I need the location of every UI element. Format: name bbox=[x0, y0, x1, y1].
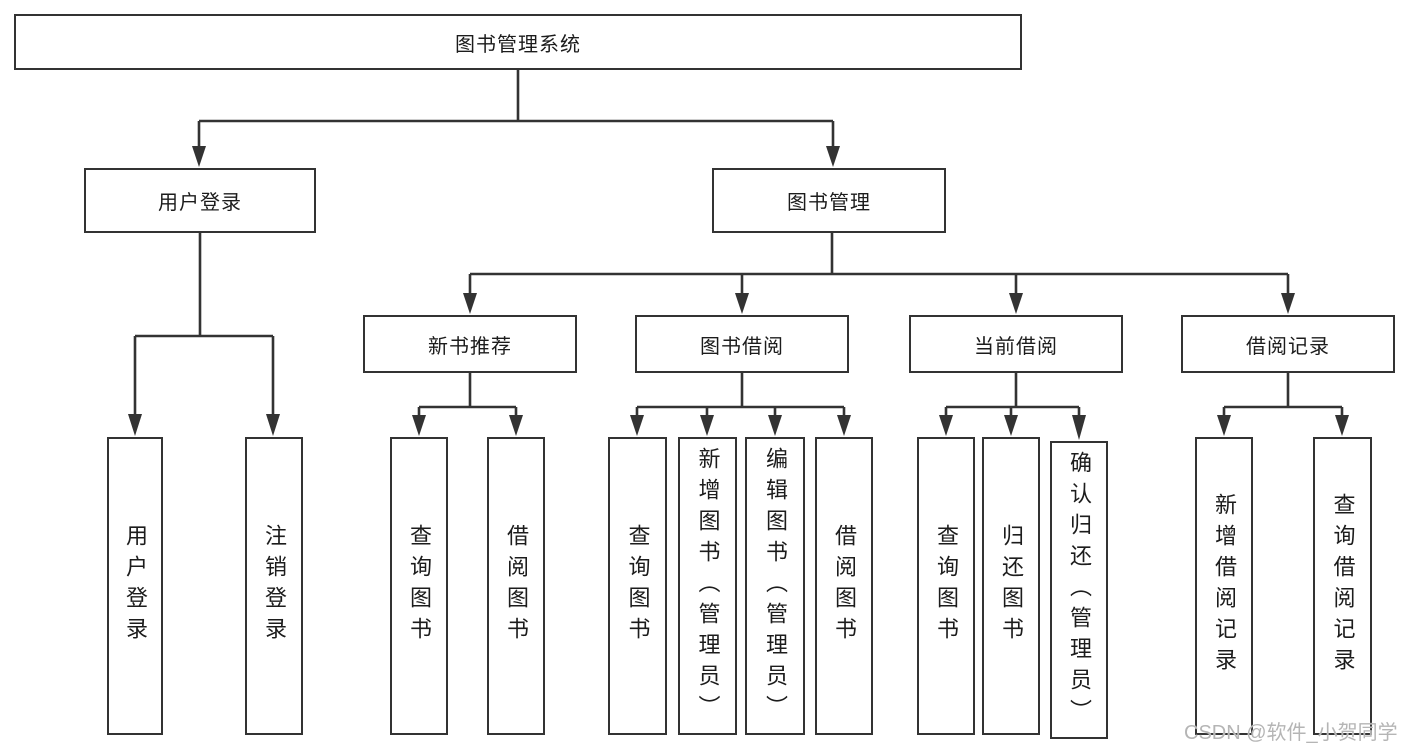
leaf-query-borrow-record-label: 查询借阅记录 bbox=[1330, 493, 1356, 679]
leaf-add-book-admin-label: 新增图书（管理员） bbox=[695, 446, 721, 726]
leaf-query-books-2: 查询图书 bbox=[608, 437, 667, 735]
leaf-borrow-books-2-label: 借阅图书 bbox=[832, 524, 857, 648]
leaf-edit-book-admin: 编辑图书（管理员） bbox=[745, 437, 805, 735]
leaf-borrow-books-1-label: 借阅图书 bbox=[504, 524, 529, 648]
node-root: 图书管理系统 bbox=[14, 14, 1022, 70]
leaf-borrow-books-1: 借阅图书 bbox=[487, 437, 545, 735]
leaf-user-login-label: 用户登录 bbox=[123, 524, 148, 648]
leaf-query-books-1-label: 查询图书 bbox=[407, 524, 432, 648]
leaf-confirm-return-admin-label: 确认归还（管理员） bbox=[1067, 450, 1092, 730]
leaf-query-books-2-label: 查询图书 bbox=[625, 524, 651, 648]
node-new-book-recommend: 新书推荐 bbox=[363, 315, 577, 373]
leaf-add-borrow-record: 新增借阅记录 bbox=[1195, 437, 1253, 735]
leaf-return-book: 归还图书 bbox=[982, 437, 1040, 735]
leaf-query-books-3-label: 查询图书 bbox=[934, 524, 959, 648]
node-book-management: 图书管理 bbox=[712, 168, 946, 233]
leaf-add-borrow-record-label: 新增借阅记录 bbox=[1212, 493, 1237, 679]
leaf-edit-book-admin-label: 编辑图书（管理员） bbox=[763, 446, 788, 726]
leaf-confirm-return-admin: 确认归还（管理员） bbox=[1050, 441, 1108, 739]
node-user-login: 用户登录 bbox=[84, 168, 316, 233]
watermark: CSDN @软件_小贺同学 bbox=[1184, 722, 1398, 744]
node-borrow-records-label: 借阅记录 bbox=[1246, 335, 1330, 358]
leaf-borrow-books-2: 借阅图书 bbox=[815, 437, 873, 735]
node-new-book-recommend-label: 新书推荐 bbox=[428, 335, 512, 358]
leaf-query-books-1: 查询图书 bbox=[390, 437, 448, 735]
node-root-label: 图书管理系统 bbox=[455, 33, 581, 56]
leaf-user-login: 用户登录 bbox=[107, 437, 163, 735]
node-book-borrow-label: 图书借阅 bbox=[700, 335, 784, 358]
node-current-borrow: 当前借阅 bbox=[909, 315, 1123, 373]
node-book-borrow: 图书借阅 bbox=[635, 315, 849, 373]
node-book-management-label: 图书管理 bbox=[787, 192, 871, 214]
leaf-logout-label: 注销登录 bbox=[262, 524, 287, 648]
leaf-add-book-admin: 新增图书（管理员） bbox=[678, 437, 737, 735]
leaf-query-books-3: 查询图书 bbox=[917, 437, 975, 735]
node-current-borrow-label: 当前借阅 bbox=[974, 335, 1058, 358]
leaf-return-book-label: 归还图书 bbox=[999, 524, 1024, 648]
leaf-logout: 注销登录 bbox=[245, 437, 303, 735]
leaf-query-borrow-record: 查询借阅记录 bbox=[1313, 437, 1372, 735]
node-user-login-label: 用户登录 bbox=[158, 192, 242, 214]
node-borrow-records: 借阅记录 bbox=[1181, 315, 1395, 373]
